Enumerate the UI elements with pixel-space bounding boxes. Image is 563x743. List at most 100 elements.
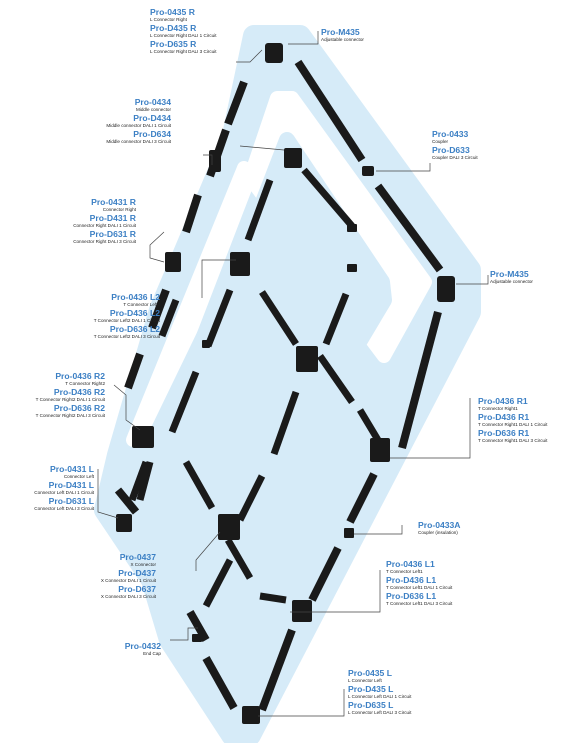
part-description: T Connector Left1 xyxy=(386,568,423,574)
track-profile xyxy=(148,288,170,330)
track-profile xyxy=(259,592,287,604)
part-description: T Connector Left1 DALI 3 Circuit xyxy=(386,600,453,606)
track-profile xyxy=(168,370,200,434)
track-profile xyxy=(270,390,300,456)
part-code: Pro-D436 R2 xyxy=(53,387,105,398)
track-profile xyxy=(236,474,266,522)
track-profile xyxy=(224,538,254,580)
part-code: Pro-D436 L1 xyxy=(386,575,437,586)
part-description: L Connector Left xyxy=(348,677,382,683)
part-description: Connector Left DALI 1 Circuit xyxy=(34,489,94,495)
part-description: Adjustable connector xyxy=(490,278,533,284)
connector-part xyxy=(165,252,181,272)
part-description: Connector Right xyxy=(102,206,136,212)
part-code: Pro-D636 L2 xyxy=(109,324,160,335)
part-code: Pro-0432 xyxy=(124,641,161,651)
connector-part xyxy=(370,438,390,462)
track-profile xyxy=(136,461,154,501)
part-description: End Cap xyxy=(143,650,161,656)
part-code: Pro-0431 L xyxy=(50,464,94,474)
part-description: L Connector Right xyxy=(150,16,187,22)
part-code: Pro-0437 xyxy=(119,552,156,562)
part-code: Pro-D636 R1 xyxy=(478,428,530,439)
part-code: Pro-D635 R xyxy=(150,39,197,50)
part-description: Connector Left xyxy=(63,473,94,479)
part-description: Middle connector xyxy=(136,106,171,112)
part-description: Connector Left DALI 3 Circuit xyxy=(34,505,94,511)
connector-part xyxy=(192,634,202,642)
part-code: Pro-0435 R xyxy=(150,7,195,17)
label-t-connector-right2: Pro-0436 R2 T Connector Right2 Pro-D436 … xyxy=(36,370,105,421)
track-profile xyxy=(244,178,274,242)
track-profile xyxy=(317,354,355,404)
part-description: T Connector Right2 xyxy=(65,380,105,386)
connector-part xyxy=(202,340,210,348)
part-description: Connector Right DALI 3 Circuit xyxy=(73,238,136,244)
part-description: L Connector Left DALI 3 Circuit xyxy=(348,709,412,715)
part-code: Pro-0434 xyxy=(134,97,171,107)
connector-part xyxy=(344,528,354,538)
halo-inner-fill xyxy=(142,132,392,563)
track-profile xyxy=(202,558,234,608)
part-code: Pro-D634 xyxy=(133,129,171,140)
part-description: Middle connector DALI 1 Circuit xyxy=(106,122,171,128)
part-code: Pro-0436 L2 xyxy=(111,292,160,302)
part-description: X Connector DALI 3 Circuit xyxy=(100,593,156,599)
connector-part xyxy=(347,264,357,272)
part-code: Pro-D431 L xyxy=(48,480,94,491)
connector-part xyxy=(362,166,374,176)
label-end-cap: Pro-0432 End Cap xyxy=(125,640,161,658)
part-description: Adjustable connector xyxy=(321,36,364,42)
label-t-connector-left1: Pro-0436 L1 T Connector Left1 Pro-D436 L… xyxy=(386,558,452,609)
label-t-connector-right1: Pro-0436 R1 T Connector Right1 Pro-D436 … xyxy=(478,395,547,446)
part-description: X Connector xyxy=(130,561,156,567)
part-description: T Connector Right1 DALI 1 Circuit xyxy=(478,421,548,427)
part-code: Pro-0436 R2 xyxy=(55,371,105,381)
part-code: Pro-M435 xyxy=(321,27,360,37)
connector-part xyxy=(437,276,455,302)
label-coupler-insulation: Pro-0433A Coupler (insulation) xyxy=(418,519,461,537)
part-description: T Connector Right2 DALI 3 Circuit xyxy=(35,412,105,418)
part-description: T Connector Right1 DALI 3 Circuit xyxy=(478,437,548,443)
label-adjustable-connector-top: Pro-M435 Adjustable connector xyxy=(321,26,364,44)
track-profile xyxy=(182,193,202,234)
part-code: Pro-D435 R xyxy=(150,23,197,34)
label-connector-left: Pro-0431 L Connector Left Pro-D431 L Con… xyxy=(34,463,94,514)
part-code: Pro-D431 R xyxy=(89,213,136,224)
inner-lattice-halo xyxy=(142,132,392,563)
part-description: Coupler DALI 3 Circuit xyxy=(432,154,478,160)
track-profile xyxy=(124,352,144,390)
connector-part xyxy=(209,150,221,172)
label-connector-right: Pro-0431 R Connector Right Pro-D431 R Co… xyxy=(73,196,136,247)
track-profile xyxy=(202,656,238,710)
track-profile xyxy=(224,80,248,126)
track-profile xyxy=(322,292,350,346)
label-t-connector-left2: Pro-0436 L2 T Connector Left2 Pro-D436 L… xyxy=(94,291,160,342)
part-code: Pro-D636 L1 xyxy=(386,591,437,602)
connector-part xyxy=(292,600,312,622)
part-description: Middle connector DALI 3 Circuit xyxy=(106,138,171,144)
connector-parts xyxy=(116,43,455,724)
track-profile xyxy=(158,298,180,338)
part-description: Coupler xyxy=(432,138,449,144)
track-profile xyxy=(204,288,234,348)
connector-part xyxy=(230,252,250,276)
track-profile xyxy=(346,472,378,524)
part-description: Connector Right DALI 1 Circuit xyxy=(73,222,136,228)
track-profile xyxy=(398,310,442,450)
connector-part xyxy=(132,426,154,448)
part-description: T Connector Left2 DALI 3 Circuit xyxy=(93,333,160,339)
track-profile xyxy=(182,460,216,510)
track-profile xyxy=(308,546,342,602)
part-code: Pro-0433A xyxy=(418,520,461,530)
part-description: L Connector Right DALI 1 Circuit xyxy=(150,32,217,38)
part-code: Pro-D436 R1 xyxy=(478,412,530,423)
track-profile xyxy=(294,59,366,163)
label-coupler: Pro-0433 Coupler Pro-D633 Coupler DALI 3… xyxy=(432,128,478,162)
part-code: Pro-0436 L1 xyxy=(386,559,435,569)
part-description: T Connector Right1 xyxy=(478,405,518,411)
track-profiles xyxy=(114,59,444,712)
label-l-connector-left: Pro-0435 L L Connector Left Pro-D435 L L… xyxy=(348,667,411,718)
part-description: L Connector Right DALI 3 Circuit xyxy=(150,48,217,54)
